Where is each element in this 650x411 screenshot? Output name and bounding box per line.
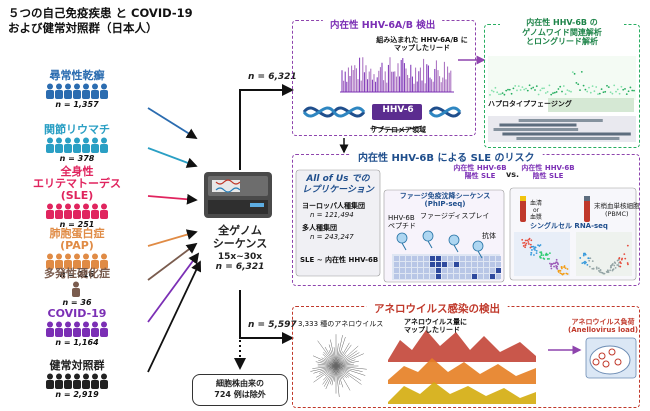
page-title: ５つの自己免疫疾患 と COVID-19 および健常対照群（日本人） — [8, 6, 193, 36]
phipseq-label: ファージ免疫沈降シーケンス (PhIP-seq) — [399, 192, 491, 208]
manhattan-plot — [488, 56, 636, 142]
sle-risk-title: 内在性 HHV-6B による SLE のリスク — [350, 148, 543, 165]
sequencing-block: 全ゲノム シーケンス 15x~30x n = 6,321 — [200, 224, 280, 272]
phage-display-label: ファージディスプレイ — [420, 212, 490, 220]
gwas-title: 内在性 HHV-6B の ゲノムワイド関連解析 とロングリード解析 — [500, 18, 624, 47]
dna-helix — [302, 104, 462, 131]
cohort-count: n = 1,357 — [55, 100, 99, 109]
cohort-count: n = 1,164 — [55, 338, 99, 347]
branch-lower-n: n = 5,597 — [248, 320, 297, 330]
cohort-item: 関節リウマチ n = 378 — [2, 123, 152, 164]
cohort-count: n = 251 — [59, 220, 95, 229]
anello-types-label: 3,333 種のアネロウイルス — [298, 320, 384, 328]
cohort-item: 全身性 エリテマトーデス (SLE) n = 251 — [2, 165, 152, 230]
sle-association: SLE ~ 内在性 HHV-6B — [300, 256, 379, 264]
cohort-name: 多発性硬化症 — [44, 267, 110, 280]
cohort-arrows — [147, 107, 202, 373]
cohort-name: 尋常性乾癬 — [49, 69, 105, 82]
positive-sle-label: 内在性 HHV-6B 陽性 SLE — [453, 164, 507, 180]
negative-sle-label: 内在性 HHV-6B 陰性 SLE — [521, 164, 575, 180]
sequencing-title-1: 全ゲノム — [218, 224, 262, 237]
cohort-count: n = 36 — [62, 298, 92, 307]
multi-label: 多人種集団 — [302, 224, 337, 232]
cohort-name: 健常対照群 — [49, 359, 105, 372]
cohort-name: 関節リウマチ — [44, 123, 110, 136]
hhv6-genome-label: HHV-6 — [382, 105, 414, 115]
antibody-label: 抗体 — [482, 232, 496, 240]
title-line-2: および健常対照群（日本人） — [8, 21, 158, 35]
scrnaseq-label: シングルセル RNA-seq — [530, 222, 608, 230]
cohort-name: COVID-19 — [47, 307, 107, 320]
branch-upper-n: n = 6,321 — [248, 72, 297, 82]
sequencing-n: n = 6,321 — [215, 262, 265, 272]
sequencer-icon — [204, 172, 272, 218]
sequencing-title-2: シーケンス — [212, 237, 268, 250]
european-n: n = 121,494 — [310, 211, 354, 219]
cohort-item: 肺胞蛋白症 (PAP) n = 216 — [2, 228, 152, 279]
anello-load-label: アネロウイルス負荷 (Anellovirus load) — [568, 318, 639, 334]
hhv6b-peptide-label: HHV-6B ペプチド — [388, 214, 416, 230]
cohort-item: 健常対照群 n = 2,919 — [2, 360, 152, 399]
mapped-reads-label: 組み込まれた HHV-6A/B に マップしたリード — [376, 36, 468, 52]
multi-n: n = 243,247 — [310, 233, 354, 241]
pbmc-label: 末梢血単核細胞 (PBMC) — [594, 202, 640, 218]
cohort-count: n = 2,919 — [55, 390, 99, 399]
serum-label: 血清 or 血漿 — [530, 200, 543, 221]
people-icon — [46, 83, 108, 99]
sle-panel-art — [295, 169, 637, 283]
cohort-name: 全身性 エリテマトーデス (SLE) — [33, 165, 121, 202]
cohort-item: 多発性硬化症 n = 36 — [2, 267, 152, 308]
phasing-label: ハプロタイプフェージング — [488, 100, 572, 108]
cohort-count: n = 378 — [59, 154, 95, 163]
people-icon — [46, 203, 108, 219]
people-icon — [46, 253, 108, 269]
people-icon — [46, 137, 108, 153]
european-label: ヨーロッパ人種集団 — [302, 202, 365, 210]
people-icon — [46, 321, 108, 337]
hhv6-detection-title: 内在性 HHV-6A/B 検出 — [322, 16, 444, 32]
people-icon — [72, 281, 80, 297]
cohort-count: n = 216 — [59, 270, 95, 279]
people-icon — [46, 373, 108, 389]
sequencing-depth: 15x~30x — [217, 252, 263, 262]
hhv6-read-coverage — [340, 57, 454, 93]
title-line-1: ５つの自己免疫疾患 と COVID-19 — [8, 6, 193, 20]
excluded-box: 細胞株由来の 724 例は除外 — [192, 374, 288, 406]
cohort-item: 尋常性乾癬 n = 1,357 — [2, 70, 152, 109]
excluded-line-2: 724 例は除外 — [214, 390, 266, 399]
subtelomere-label: サブテロメア領域 — [370, 126, 426, 134]
excluded-line-1: 細胞株由来の — [216, 379, 264, 388]
cohort-name: 肺胞蛋白症 (PAP) — [49, 227, 105, 252]
anello-title: アネロウイルス感染の検出 — [366, 300, 508, 317]
vs-label: vs. — [506, 170, 520, 179]
anello-art — [310, 330, 637, 404]
anello-mapped-label: アネロウイルス量に マップしたリード — [404, 318, 467, 334]
allofus-title: All of Us での レプリケーション — [302, 174, 374, 195]
cohort-item: COVID-19 n = 1,164 — [2, 308, 152, 347]
flow-lines — [234, 55, 582, 370]
